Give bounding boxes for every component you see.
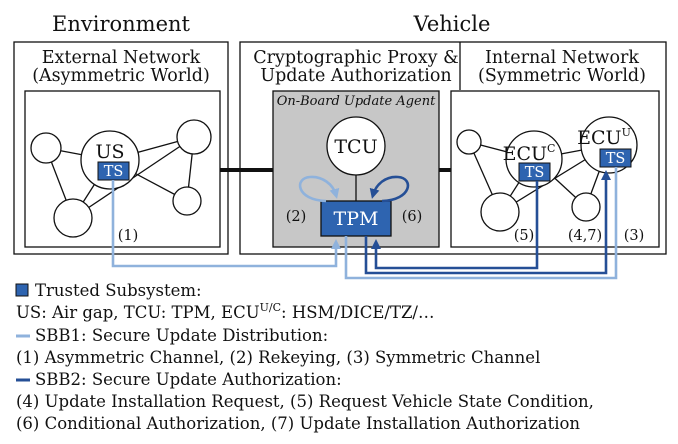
environment-header: Environment bbox=[52, 12, 191, 36]
rekeying-arrow bbox=[298, 175, 340, 203]
environment-panel bbox=[13, 41, 229, 255]
tcu-node bbox=[326, 116, 386, 176]
vehicle-panel bbox=[239, 41, 667, 255]
vehicle-state-flow bbox=[371, 181, 539, 270]
internal-node bbox=[571, 192, 601, 222]
external-node bbox=[53, 198, 93, 238]
vehicle-header: Vehicle bbox=[413, 12, 491, 36]
internal-title-1: Internal Network bbox=[485, 48, 639, 68]
legend-sbb2-desc-2: (6) Conditional Authorization, (7) Updat… bbox=[16, 414, 580, 433]
legend-sbb1-title: SBB1: Secure Update Distribution: bbox=[35, 326, 328, 345]
proxy-title-1: Cryptographic Proxy & bbox=[253, 48, 458, 68]
tcu-label: TCU bbox=[334, 136, 377, 158]
tpm-label: TPM bbox=[334, 208, 379, 230]
symmetric-channel-flow bbox=[344, 167, 618, 280]
internal-node bbox=[456, 129, 482, 155]
legend-ts-desc: US: Air gap, TCU: TPM, ECUU/C: HSM/DICE/… bbox=[16, 301, 434, 322]
external-node bbox=[30, 132, 62, 164]
us-ts-label: TS bbox=[104, 164, 124, 180]
legend: Trusted Subsystem: US: Air gap, TCU: TPM… bbox=[15, 281, 594, 433]
agent-label: On-Board Update Agent bbox=[277, 94, 436, 109]
external-title-1: External Network bbox=[42, 48, 201, 68]
flow-label-4-7: (4,7) bbox=[568, 228, 602, 244]
legend-sbb1-desc: (1) Asymmetric Channel, (2) Rekeying, (3… bbox=[16, 348, 540, 367]
external-node bbox=[172, 186, 202, 216]
ecu-c-trusted-subsystem bbox=[518, 162, 551, 182]
tpm-box bbox=[320, 200, 392, 237]
us-label: US bbox=[95, 141, 124, 163]
internal-node bbox=[480, 192, 520, 232]
proxy-title-2: Update Authorization bbox=[260, 66, 451, 86]
legend-ts-title: Trusted Subsystem: bbox=[35, 281, 202, 300]
external-node bbox=[176, 119, 212, 155]
external-title-2: (Asymmetric World) bbox=[32, 66, 210, 86]
legend-sbb2-title: SBB2: Secure Update Authorization: bbox=[35, 370, 342, 389]
flow-label-6: (6) bbox=[402, 209, 423, 225]
conditional-auth-arrow bbox=[369, 175, 410, 203]
ecu-c-label: ECUC bbox=[503, 142, 556, 165]
ecu-c-ts-label: TS bbox=[525, 165, 545, 181]
legend-sbb2-desc-1: (4) Update Installation Request, (5) Req… bbox=[16, 392, 594, 411]
installation-flow bbox=[364, 170, 611, 275]
internal-title-2: (Symmetric World) bbox=[478, 66, 646, 86]
flow-label-5: (5) bbox=[514, 228, 535, 244]
ecu-u-ts-label: TS bbox=[606, 151, 626, 167]
flow-label-2: (2) bbox=[286, 209, 307, 225]
flow-label-3: (3) bbox=[624, 228, 645, 244]
legend-ts-swatch bbox=[15, 283, 29, 297]
ecu-u-label: ECUU bbox=[577, 126, 631, 149]
flow-label-1: (1) bbox=[118, 228, 139, 244]
asymmetric-channel-flow bbox=[111, 180, 341, 268]
